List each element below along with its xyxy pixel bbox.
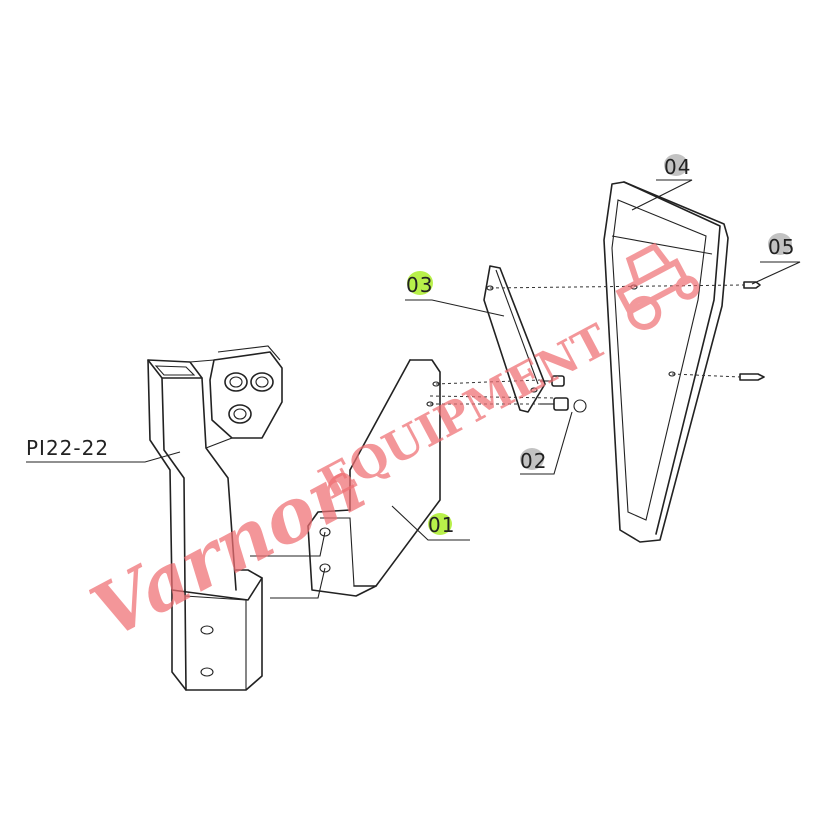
- shield-part-04: [603, 181, 729, 543]
- callout-02-shade: [520, 448, 544, 470]
- callout-04-shade: [664, 154, 688, 176]
- part-number-label: PI22-22: [26, 436, 109, 460]
- bolts-part-02: [540, 375, 587, 413]
- callout-02-label: 02: [520, 449, 547, 473]
- assembly-lines: [429, 284, 745, 405]
- callout-05-label: 05: [768, 235, 795, 259]
- screws-part-05: [739, 281, 765, 381]
- callout-03-highlight: [407, 271, 433, 295]
- callout-03-label: 03: [406, 273, 433, 297]
- watermark-tagline: EQUIPMENT: [311, 315, 617, 510]
- main-post: [147, 359, 263, 691]
- callout-04-label: 04: [664, 155, 691, 179]
- callout-05-shade: [768, 233, 792, 255]
- tractor-icon: [615, 242, 700, 330]
- knuckle-bracket: [205, 345, 283, 449]
- bracket-part-01: [307, 359, 441, 597]
- watermark: Varnon EQUIPMENT: [78, 242, 700, 656]
- callout-01-label: 01: [428, 513, 455, 537]
- callout-01-highlight: [428, 513, 452, 535]
